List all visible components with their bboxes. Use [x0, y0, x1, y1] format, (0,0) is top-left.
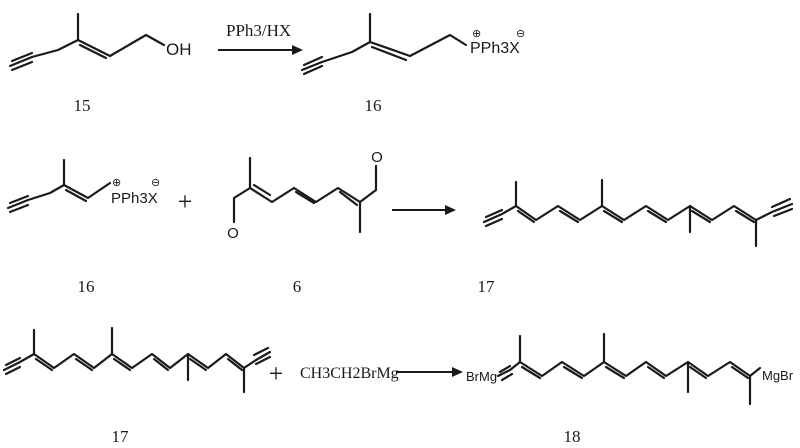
- phosphonium-group-label-row2: PPh3X: [111, 190, 158, 207]
- phosphonium-group-label: PPh3X: [470, 40, 520, 57]
- reagent-pph3-hx: PPh3/HX: [226, 21, 291, 40]
- phosphonium-plus-charge: ⊕: [472, 28, 481, 40]
- hydroxyl-label: OH: [166, 40, 192, 59]
- plus-sign-row3: +: [269, 359, 284, 388]
- compound-number-18: 18: [564, 427, 581, 446]
- reagent-ethylmagnesium-bromide: CH3CH2BrMg: [300, 365, 399, 382]
- compound-number-15: 15: [74, 96, 91, 115]
- compound-16-structure: [300, 12, 468, 76]
- plus-sign-row2: +: [178, 187, 193, 216]
- reaction-arrow-3: [396, 367, 463, 377]
- reaction-arrow-1: [218, 45, 303, 55]
- phosphonium-plus-charge-row2: ⊕: [112, 177, 121, 189]
- compound-16-structure-row2: [6, 158, 112, 214]
- reaction-arrow-2: [392, 205, 456, 215]
- carbonyl-oxygen-top: O: [371, 149, 383, 166]
- compound-18-structure: [496, 332, 762, 406]
- compound-17-structure-row3: [2, 326, 272, 394]
- compound-number-6: 6: [293, 277, 302, 296]
- compound-15-structure: [8, 12, 166, 72]
- counterion-minus-charge-row2: ⊖: [151, 177, 160, 189]
- bromomagnesium-left-label: BrMg: [466, 369, 497, 384]
- bromomagnesium-right-label: MgBr: [762, 368, 794, 383]
- compound-6-structure: [232, 156, 378, 234]
- compound-17-structure: [482, 178, 794, 248]
- compound-number-16-row2: 16: [78, 277, 95, 296]
- carbonyl-oxygen-bottom: O: [227, 225, 239, 242]
- compound-number-16-top: 16: [365, 96, 382, 115]
- compound-number-17-row3: 17: [112, 427, 130, 446]
- counterion-minus-charge: ⊖: [516, 28, 525, 40]
- compound-number-17-row2: 17: [478, 277, 496, 296]
